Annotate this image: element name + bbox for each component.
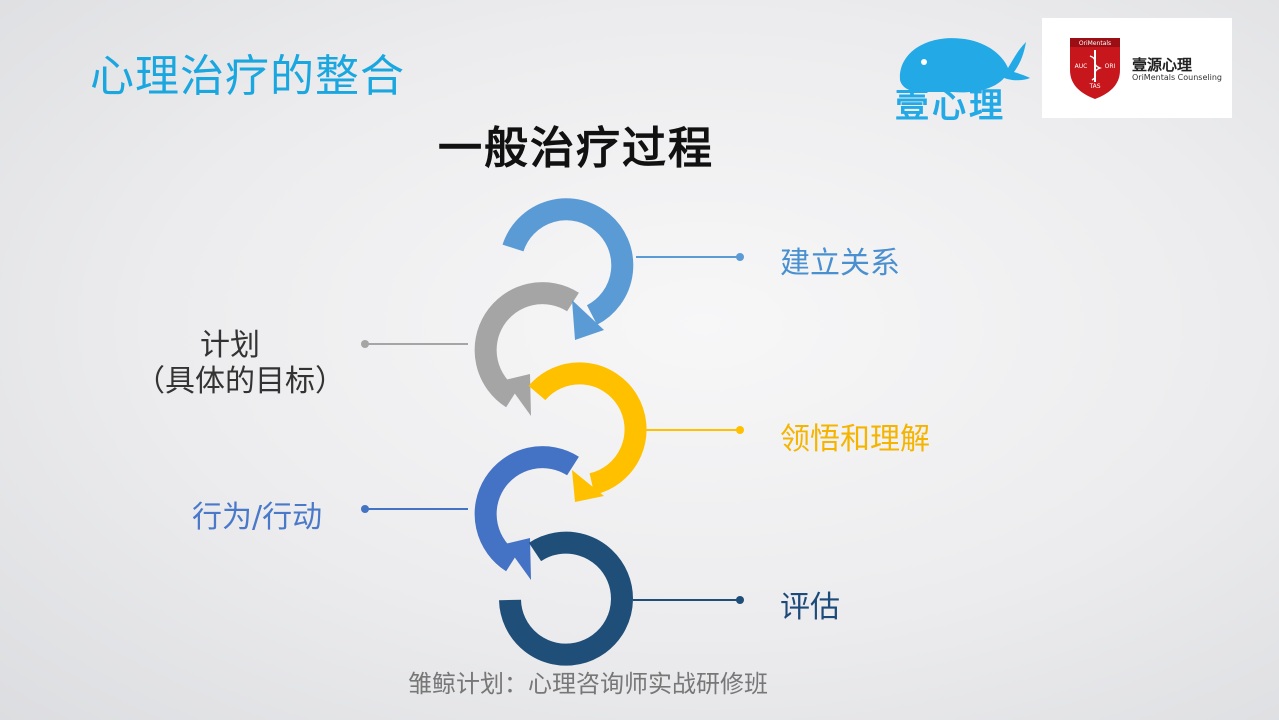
shield-icon: OriMentals AUC ORI TAS bbox=[1070, 38, 1120, 99]
arc-step4 bbox=[474, 446, 579, 580]
step-label-insight: 领悟和理解 bbox=[780, 422, 930, 457]
footer-text: 雏鲸计划：心理咨询师实战研修班 bbox=[408, 670, 768, 698]
step-label-plan-line1: 计划 bbox=[200, 328, 260, 363]
org-name-cn: 壹源心理 bbox=[1132, 56, 1193, 74]
step-label-action: 行为/行动 bbox=[192, 500, 323, 535]
whale-logo-text: 壹心理 bbox=[895, 86, 1006, 126]
step-label-build-relationship: 建立关系 bbox=[780, 246, 900, 281]
badge-left-text: AUC bbox=[1075, 63, 1088, 70]
connector-step4 bbox=[361, 505, 468, 513]
arc-step1 bbox=[502, 198, 634, 340]
badge-top-text: OriMentals bbox=[1079, 40, 1111, 47]
connector-step1 bbox=[636, 253, 744, 261]
arc-step3 bbox=[528, 362, 647, 502]
badge-bottom-text: TAS bbox=[1088, 83, 1100, 90]
connector-step2 bbox=[361, 340, 468, 348]
main-heading: 一般治疗过程 bbox=[438, 123, 714, 174]
arc-step5 bbox=[499, 531, 633, 666]
step-label-plan-line2: （具体的目标） bbox=[135, 364, 345, 399]
whale-icon bbox=[899, 38, 1030, 93]
org-logo: OriMentals AUC ORI TAS 壹源心理 OriMentals C… bbox=[1042, 18, 1232, 118]
slide-title: 心理治疗的整合 bbox=[90, 51, 405, 102]
connector-step5 bbox=[633, 596, 744, 604]
arc-step2 bbox=[474, 282, 579, 416]
step-label-evaluate: 评估 bbox=[780, 590, 840, 625]
step-label-plan: 计划 （具体的目标） bbox=[135, 328, 345, 400]
badge-right-text: ORI bbox=[1105, 63, 1116, 70]
connector-step3 bbox=[636, 426, 744, 434]
org-name-en: OriMentals Counseling bbox=[1132, 73, 1222, 82]
